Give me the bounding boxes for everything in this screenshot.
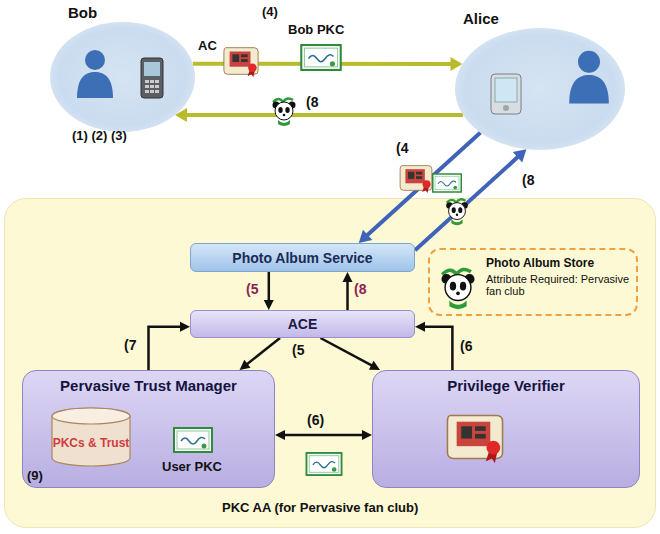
edge-label: (8 <box>522 172 534 188</box>
node-icon <box>443 411 507 463</box>
arrowhead <box>180 322 190 332</box>
callout-label: Bob PKC <box>288 22 344 37</box>
connector-line <box>346 281 349 310</box>
connector <box>264 272 274 310</box>
node-icon <box>567 48 611 104</box>
actor-ellipse: Bob(1) (2) (3) <box>50 22 195 132</box>
node-icon <box>436 266 480 312</box>
photo-icon <box>446 199 468 225</box>
connector <box>359 133 481 243</box>
icon-use <box>447 416 502 463</box>
connector <box>275 430 372 440</box>
arrowhead <box>362 430 372 440</box>
arrowhead <box>275 430 285 440</box>
pkc-card-icon <box>433 174 462 192</box>
edge-label: (7 <box>124 337 136 353</box>
photo-icon <box>273 98 296 126</box>
connector-line <box>186 113 463 117</box>
service-box: Photo Album Service <box>190 243 415 272</box>
icon-use <box>77 50 113 98</box>
arrowhead <box>343 272 353 282</box>
callout-label: AC <box>198 38 217 53</box>
connector <box>175 108 463 122</box>
connector-line <box>424 327 452 370</box>
node-icon <box>173 426 213 454</box>
node-title: Photo Album Service <box>232 250 372 266</box>
component-box: Pervasive Trust ManagerPKCs & Trust <box>22 370 275 488</box>
node-title: ACE <box>288 316 318 332</box>
certificate-icon <box>400 166 432 193</box>
icon-use <box>174 428 212 452</box>
node-text: Attribute Required: Pervasive fan club <box>486 273 630 297</box>
callout-label: (9) <box>27 468 43 483</box>
connector-line <box>321 338 373 366</box>
callout-label: (4) <box>262 4 278 19</box>
callout-label: PKC AA (for Pervasive fan club) <box>222 500 418 515</box>
connector <box>415 149 526 250</box>
callout-label: User PKC <box>162 459 222 474</box>
actor-ellipse: Alice <box>455 28 625 150</box>
connector-line <box>149 327 182 370</box>
node-title: Privilege Verifier <box>447 377 565 394</box>
node-text: (1) (2) (3) <box>72 128 127 143</box>
edge-label: (5 <box>292 342 304 358</box>
connector <box>240 338 280 370</box>
database-cylinder: PKCs & Trust <box>51 407 131 467</box>
node-icon <box>490 73 522 115</box>
icon-use <box>141 58 163 98</box>
edge-label: (6 <box>460 338 472 354</box>
pkc-card-icon <box>301 45 340 70</box>
edge-label: (8 <box>354 281 366 297</box>
ace-box: ACE <box>190 310 415 338</box>
node-title: Alice <box>463 10 499 27</box>
node-title: Pervasive Trust Manager <box>60 377 237 394</box>
connector-line <box>268 272 271 301</box>
edge-label: (6) <box>307 412 324 428</box>
node-icon <box>75 47 115 99</box>
connector <box>149 322 191 370</box>
connector <box>321 338 381 370</box>
node-icon <box>140 57 164 99</box>
node-title: Photo Album Store <box>486 256 594 270</box>
connector <box>415 322 452 370</box>
connector <box>343 272 353 310</box>
edge-label: (4 <box>396 140 408 156</box>
component-box: Privilege Verifier <box>372 370 640 488</box>
node-title: PKCs & Trust <box>53 436 130 450</box>
store-box: Photo Album StoreAttribute Required: Per… <box>428 248 638 316</box>
connector-line <box>247 338 280 364</box>
node-title: Bob <box>68 4 97 21</box>
connector-line <box>367 133 481 236</box>
arrowhead <box>415 322 425 332</box>
certificate-icon <box>224 48 258 77</box>
icon-use <box>491 74 521 114</box>
arrowhead <box>264 300 274 310</box>
edge-label: (8 <box>306 94 318 110</box>
pkc-card-icon <box>306 453 341 475</box>
connector-line <box>284 434 363 437</box>
icon-use <box>569 51 609 104</box>
cylinder-top <box>52 408 130 424</box>
cylinder-body <box>52 408 130 466</box>
edge-label: (5 <box>246 281 258 297</box>
icon-use <box>441 269 474 309</box>
